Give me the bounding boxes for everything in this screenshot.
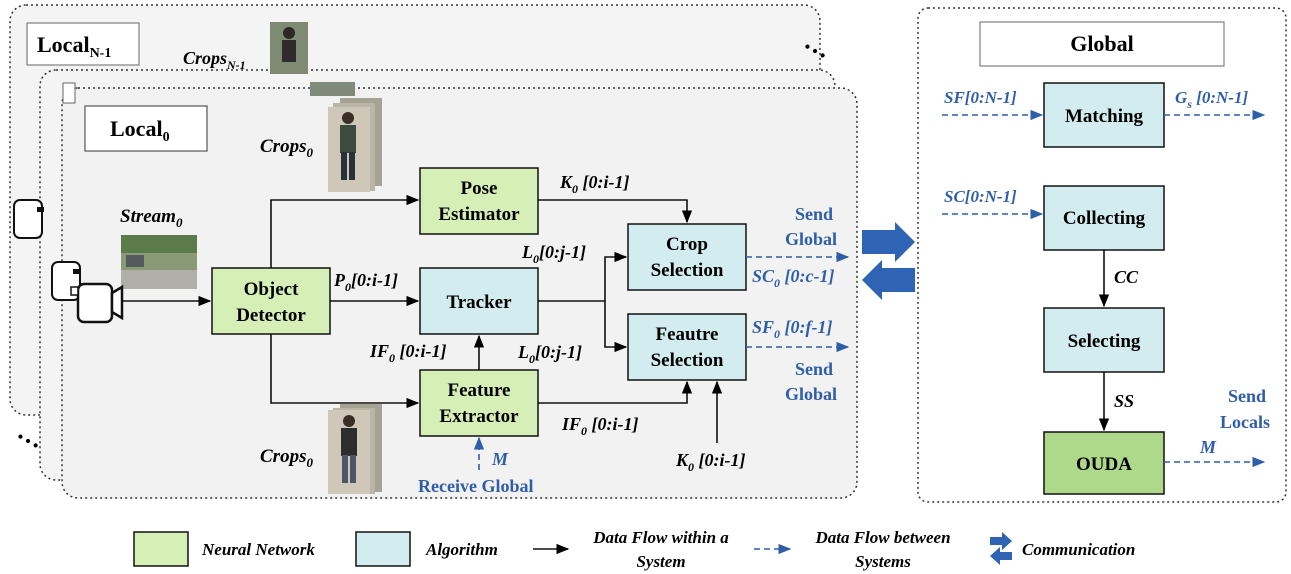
label-gs: Gs [0:N-1] bbox=[1175, 88, 1248, 111]
matching-node: Matching bbox=[1043, 82, 1165, 148]
object-detector-label-1: Object bbox=[244, 279, 300, 300]
label-m-global: M bbox=[1199, 437, 1217, 457]
legend-communication-label: Communication bbox=[1022, 540, 1135, 559]
camera-icon-back-1 bbox=[13, 199, 44, 239]
global-blue-edges bbox=[942, 109, 1266, 468]
person-crop-image-top bbox=[328, 98, 382, 192]
legend-neural-swatch bbox=[133, 531, 189, 567]
crops-top-label: Crops0 bbox=[260, 136, 313, 160]
label-p0: P0[0:i-1] bbox=[333, 270, 398, 294]
communication-arrows-icon bbox=[862, 222, 915, 300]
legend: Neural Network Algorithm Data Flow withi… bbox=[133, 528, 1135, 571]
legend-flow-within-label-1: Data Flow within a bbox=[592, 528, 729, 547]
label-sc0: SC0 [0:c-1] bbox=[752, 266, 835, 290]
legend-flow-between-label-2: Systems bbox=[855, 552, 911, 571]
global-panel bbox=[917, 7, 1287, 503]
label-sf-global: SF[0:N-1] bbox=[944, 88, 1017, 107]
send-global-top-2: Global bbox=[785, 229, 837, 249]
pose-estimator-label-2: Estimator bbox=[438, 204, 520, 225]
collecting-node: Collecting bbox=[1043, 185, 1165, 251]
person-crop-image-bottom bbox=[328, 404, 382, 494]
middle-title-box bbox=[62, 82, 76, 104]
legend-algorithm-swatch bbox=[355, 531, 411, 567]
send-global-bottom-1: Send bbox=[795, 359, 833, 379]
local-blue-edges bbox=[473, 251, 850, 470]
svg-text:Matching: Matching bbox=[1065, 106, 1144, 127]
object-detector-node: Object Detector bbox=[211, 267, 331, 335]
label-k0-bottom: K0 [0:i-1] bbox=[675, 450, 746, 474]
crop-selection-node: Crop Selection bbox=[627, 223, 747, 291]
label-m-local: M bbox=[491, 449, 509, 469]
label-k0-top: K0 [0:i-1] bbox=[559, 172, 630, 196]
person-crop-image-n-1 bbox=[270, 22, 308, 74]
legend-algorithm-label: Algorithm bbox=[425, 540, 498, 559]
crop-selection-label-2: Selection bbox=[651, 260, 724, 281]
local-0-title-box bbox=[84, 105, 208, 152]
middle-crop-image bbox=[310, 82, 355, 96]
local-0-title: Local0 bbox=[110, 116, 170, 145]
send-locals-2: Locals bbox=[1220, 412, 1270, 432]
label-if0-left: IF0 [0:i-1] bbox=[369, 341, 447, 365]
object-detector-label-2: Detector bbox=[236, 305, 306, 326]
global-title: Global bbox=[1070, 31, 1134, 56]
legend-flow-between-label-1: Data Flow between bbox=[814, 528, 950, 547]
feature-selection-label-1: Feautre bbox=[656, 324, 719, 345]
label-sf0: SF0 [0:f-1] bbox=[752, 317, 833, 341]
svg-text:OUDA: OUDA bbox=[1076, 454, 1132, 475]
selecting-node: Selecting bbox=[1043, 307, 1165, 373]
label-l0-top: L0[0:j-1] bbox=[521, 242, 586, 266]
legend-communication-icon bbox=[990, 532, 1012, 565]
crop-selection-label-1: Crop bbox=[666, 234, 708, 255]
tracker-label: Tracker bbox=[446, 292, 512, 313]
send-locals-1: Send bbox=[1228, 386, 1266, 406]
svg-text:Selecting: Selecting bbox=[1068, 331, 1141, 352]
crops-n-1-label: CropsN-1 bbox=[183, 48, 246, 72]
send-global-top-1: Send bbox=[795, 204, 833, 224]
receive-global-label: Receive Global bbox=[418, 476, 533, 496]
feature-extractor-label-1: Feature bbox=[448, 380, 511, 401]
label-ss: SS bbox=[1114, 391, 1134, 411]
tracker-node: Tracker bbox=[419, 267, 539, 335]
feature-extractor-node: Feature Extractor bbox=[419, 369, 539, 437]
feature-selection-label-2: Selection bbox=[651, 350, 724, 371]
global-title-box bbox=[979, 21, 1225, 67]
legend-neural-label: Neural Network bbox=[201, 540, 315, 559]
local-n-1-title-box bbox=[26, 22, 140, 66]
svg-text:Collecting: Collecting bbox=[1063, 208, 1146, 229]
stream-label: Stream0 bbox=[120, 206, 183, 230]
pose-estimator-label-1: Pose bbox=[461, 178, 498, 199]
ouda-node: OUDA bbox=[1043, 431, 1165, 495]
label-l0-bottom: L0[0:j-1] bbox=[517, 342, 582, 366]
label-sc-global: SC[0:N-1] bbox=[944, 187, 1017, 206]
local-edges bbox=[122, 194, 723, 443]
label-cc: CC bbox=[1114, 267, 1139, 287]
send-global-bottom-2: Global bbox=[785, 384, 837, 404]
legend-flow-within-label-2: System bbox=[636, 552, 685, 571]
camera-icon bbox=[70, 282, 124, 324]
label-if0-right: IF0 [0:i-1] bbox=[561, 414, 639, 438]
crops-bottom-label: Crops0 bbox=[260, 446, 313, 470]
street-image bbox=[121, 235, 197, 289]
local-n-1-title: LocalN-1 bbox=[37, 32, 111, 61]
feature-extractor-label-2: Extractor bbox=[439, 406, 519, 427]
pose-estimator-node: Pose Estimator bbox=[419, 167, 539, 235]
feature-selection-node: Feautre Selection bbox=[627, 313, 747, 381]
